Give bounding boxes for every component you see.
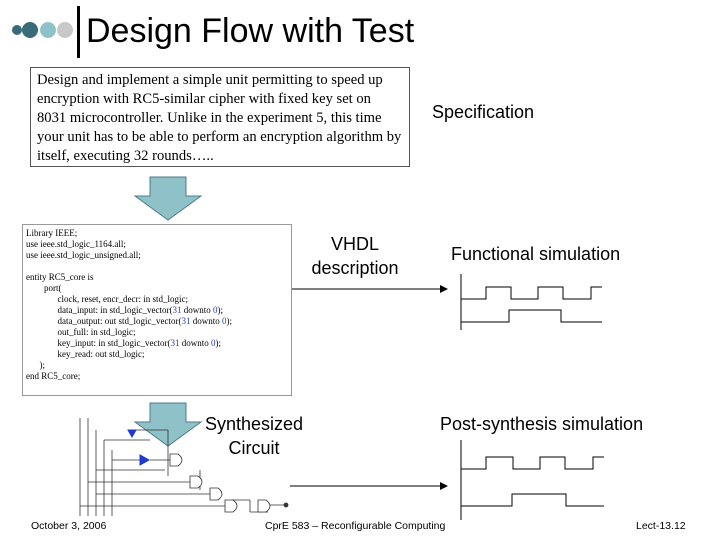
title-divider bbox=[77, 6, 80, 58]
vhdl-code-box: Library IEEE; use ieee.std_logic_1164.al… bbox=[22, 224, 292, 396]
code-line: Library IEEE; bbox=[26, 228, 78, 238]
code-line: out_full: in std_logic; bbox=[57, 327, 136, 337]
code-line: use ieee.std_logic_1164.all; bbox=[26, 239, 126, 249]
code-line: clock, reset, encr_decr: in std_logic; bbox=[57, 294, 188, 304]
vhdl-description-label: VHDL description bbox=[311, 234, 399, 278]
decor-dot-small bbox=[12, 25, 22, 35]
footer-lecture-number: Lect-13.12 bbox=[636, 520, 686, 532]
circuit-buffer-gates bbox=[127, 429, 151, 466]
code-line: data_output: out std_logic_vector(31 dow… bbox=[57, 316, 232, 326]
specification-label: Specification bbox=[432, 102, 535, 122]
code-line: port( bbox=[44, 283, 62, 293]
specification-text-box: Design and implement a simple unit permi… bbox=[30, 67, 410, 167]
footer-date: October 3, 2006 bbox=[31, 520, 107, 532]
code-line: key_read: out std_logic; bbox=[57, 349, 145, 359]
code-line: key_input: in std_logic_vector(31 downto… bbox=[57, 338, 221, 348]
slide-title: Design Flow with Test bbox=[86, 12, 415, 50]
decor-dot-dark bbox=[22, 22, 38, 38]
decor-dot-teal bbox=[40, 22, 56, 38]
functional-sim-waveforms bbox=[460, 274, 602, 330]
synthesized-circuit-label: Synthesized Circuit bbox=[204, 414, 304, 458]
code-line: data_input: in std_logic_vector(31 downt… bbox=[57, 305, 223, 315]
decor-dot-gray bbox=[57, 22, 73, 38]
down-arrow-spec-to-vhdl bbox=[133, 176, 203, 221]
post-synthesis-simulation-label: Post-synthesis simulation bbox=[440, 414, 644, 434]
arrow-to-functional-sim bbox=[290, 285, 448, 293]
code-line: use ieee.std_logic_unsigned.all; bbox=[26, 250, 141, 260]
code-line: ); bbox=[39, 360, 46, 370]
code-line: end RC5_core; bbox=[26, 371, 81, 381]
post-synthesis-sim-waveforms bbox=[460, 440, 604, 520]
footer-course: CprE 583 – Reconfigurable Computing bbox=[265, 520, 446, 532]
down-arrow-vhdl-to-synth bbox=[133, 402, 203, 447]
functional-simulation-label: Functional simulation bbox=[451, 244, 621, 264]
circuit-logic-gates bbox=[169, 453, 289, 513]
arrow-to-post-synthesis-sim bbox=[290, 482, 448, 490]
synthesized-circuit-schematic bbox=[79, 418, 285, 516]
code-line: entity RC5_core is bbox=[26, 272, 94, 282]
